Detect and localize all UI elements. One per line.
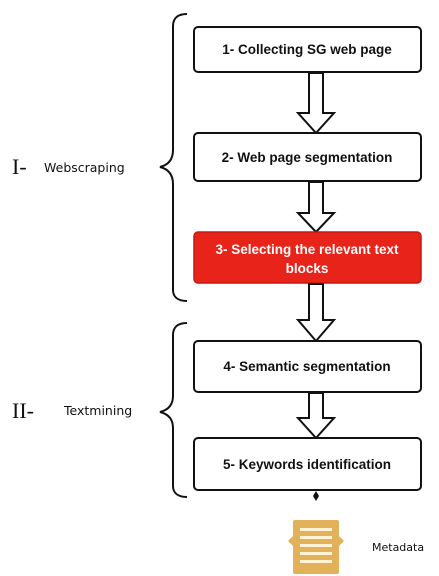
step-1-label: 1- Collecting SG web page [222, 42, 392, 57]
phase-1-label: Webscraping [44, 160, 125, 175]
arrow-2-to-3 [295, 181, 337, 234]
step-1-box [193, 26, 422, 73]
step-5-box [193, 437, 422, 491]
phase-2-brace [159, 322, 188, 498]
step-3-label-line2: blocks [286, 261, 329, 276]
step-2-box [193, 132, 422, 182]
output-connector [313, 491, 319, 501]
phase-1-brace [159, 13, 188, 302]
step-2-label: 2- Web page segmentation [222, 150, 393, 165]
step-4-box [193, 340, 422, 393]
arrow-1-to-2 [295, 72, 337, 135]
step-3-box [193, 231, 422, 284]
step-5-label: 5- Keywords identification [223, 457, 391, 472]
arrow-3-to-4 [295, 283, 337, 343]
phase-2-label: Textmining [63, 403, 132, 418]
step-3-label-line1: 3- Selecting the relevant text [215, 242, 399, 257]
phase-2-numeral: II- [12, 398, 34, 423]
document-icon [288, 520, 344, 574]
metadata-label: Metadata [372, 541, 424, 554]
arrow-4-to-5 [295, 392, 337, 440]
phase-1-numeral: I- [12, 154, 27, 179]
step-4-label: 4- Semantic segmentation [223, 359, 390, 374]
